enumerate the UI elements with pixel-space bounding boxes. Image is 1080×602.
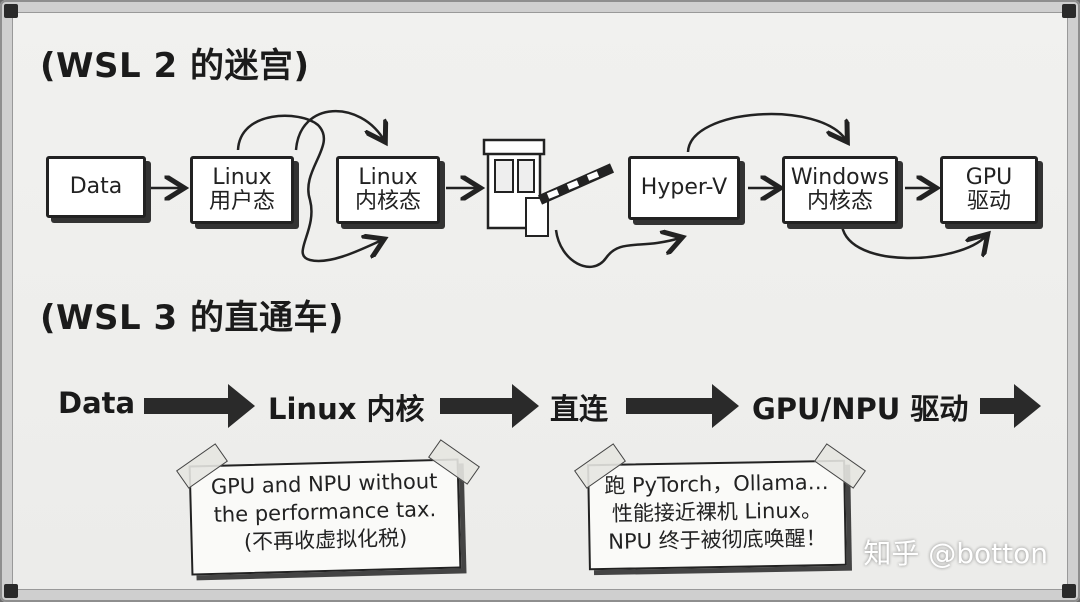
thick-arrow [440, 384, 539, 428]
box-linux-user-line2: 用户态 [208, 189, 275, 214]
box-linux-user: Linux 用户态 [190, 156, 294, 224]
box-gpu-driver-line2: 驱动 [966, 189, 1011, 214]
maze-arrow-top-loop [294, 109, 384, 151]
box-data: Data [46, 156, 146, 218]
box-linux-kernel: Linux 内核态 [336, 156, 440, 224]
thick-arrow [626, 384, 739, 428]
frame-corner [1062, 4, 1076, 18]
arrow-gate-to-hyperv [554, 230, 680, 269]
box-data-label: Data [69, 174, 123, 199]
frame-corner [4, 4, 18, 18]
section-title-wsl2: (WSL 2 的迷宫) [40, 46, 310, 86]
maze-arrow-user-to-kernel [236, 114, 382, 263]
note-right-line2: 性能接近裸机 Linux。 [611, 498, 823, 526]
box-hyperv-label: Hyper-V [640, 175, 728, 200]
flow-step-direct: 直连 [550, 392, 609, 426]
box-windows-kernel-line1: Windows [790, 165, 890, 190]
frame-corner [1062, 584, 1076, 598]
flow-step-gpu-npu-driver: GPU/NPU 驱动 [752, 392, 969, 426]
box-linux-kernel-line1: Linux [358, 165, 418, 190]
note-right-line1: 跑 PyTorch，Ollama… [604, 470, 829, 498]
box-gpu-driver-line1: GPU [965, 165, 1013, 190]
thick-arrow [980, 384, 1041, 428]
box-windows-kernel: Windows 内核态 [782, 156, 898, 224]
box-windows-kernel-line2: 内核态 [806, 189, 873, 214]
frame-corner [4, 584, 18, 598]
note-right-line3: NPU 终于被彻底唤醒！ [608, 526, 827, 554]
flow-step-data: Data [58, 386, 136, 420]
watermark: 知乎 @botton [863, 537, 1048, 570]
note-left: GPU and NPU without the performance tax.… [188, 458, 462, 576]
box-linux-kernel-line2: 内核态 [354, 189, 421, 214]
section-title-wsl3: (WSL 3 的直通车) [40, 298, 345, 338]
box-hyperv: Hyper-V [628, 156, 740, 220]
note-right: 跑 PyTorch，Ollama… 性能接近裸机 Linux。 NPU 终于被彻… [587, 459, 847, 571]
arrow-windows-to-gpu-loop [840, 225, 986, 260]
arrow-hyperv-to-windows-loop [686, 112, 846, 153]
box-linux-user-line1: Linux [212, 165, 272, 190]
thick-arrow [144, 384, 255, 428]
box-gpu-driver: GPU 驱动 [940, 156, 1038, 224]
flow-step-linux-kernel: Linux 内核 [268, 392, 425, 426]
toll-gate-icon [482, 138, 615, 237]
